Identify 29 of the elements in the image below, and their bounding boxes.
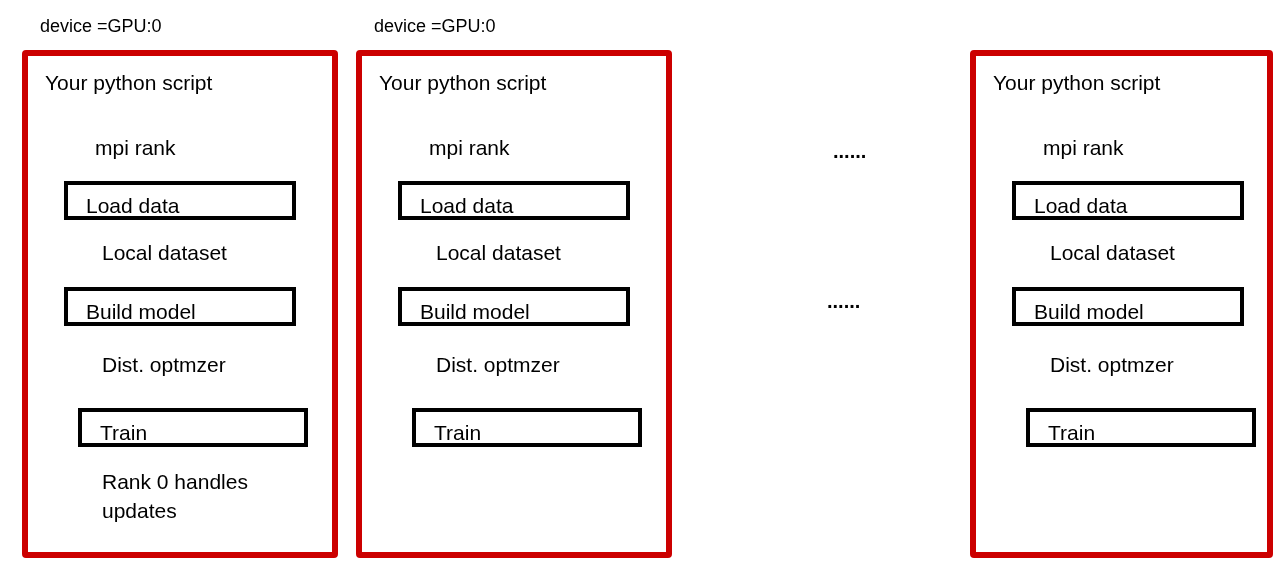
script-container [356, 50, 672, 558]
step-label: Dist. optmzer [102, 352, 227, 378]
step-box: Build model [1012, 287, 1244, 326]
container-title: Your python script [379, 70, 548, 96]
step-box: Train [78, 408, 308, 447]
step-box: Build model [398, 287, 630, 326]
step-box: Load data [398, 181, 630, 220]
script-container [22, 50, 338, 558]
device-label: device =GPU:0 [374, 16, 496, 37]
ellipsis-label: ...... [827, 290, 861, 313]
step-label: Local dataset [102, 240, 228, 266]
container-title: Your python script [45, 70, 214, 96]
step-label: Local dataset [436, 240, 562, 266]
step-box: Train [1026, 408, 1256, 447]
step-label: mpi rank [429, 135, 511, 161]
step-box: Build model [64, 287, 296, 326]
container-title: Your python script [993, 70, 1162, 96]
step-label: Dist. optmzer [1050, 352, 1175, 378]
device-label: device =GPU:0 [40, 16, 162, 37]
step-label: mpi rank [95, 135, 177, 161]
step-label: Local dataset [1050, 240, 1176, 266]
ellipsis-label: ...... [833, 140, 867, 163]
step-label: mpi rank [1043, 135, 1125, 161]
step-box: Train [412, 408, 642, 447]
step-label: Rank 0 handles updates [102, 469, 249, 525]
step-box: Load data [64, 181, 296, 220]
script-container [970, 50, 1273, 558]
step-label: Dist. optmzer [436, 352, 561, 378]
step-box: Load data [1012, 181, 1244, 220]
